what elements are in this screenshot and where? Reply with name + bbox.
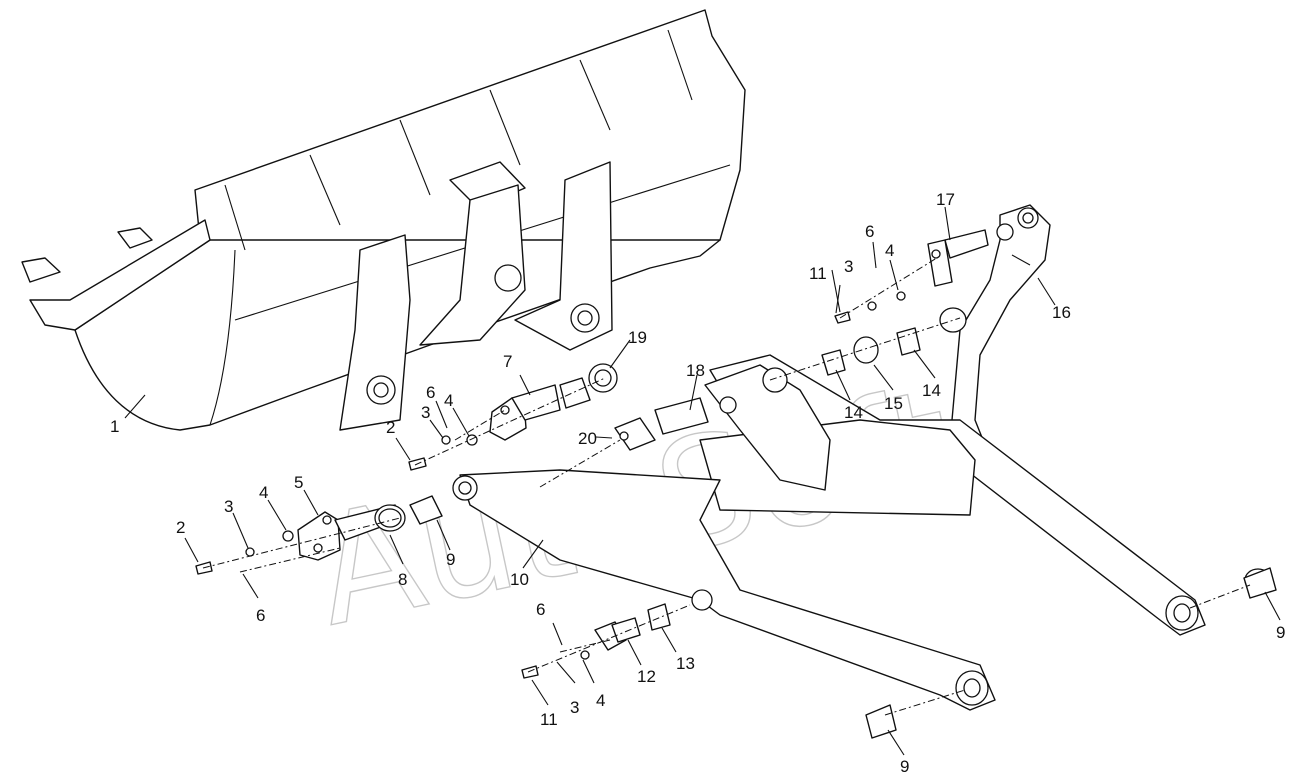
callout-4: 4: [596, 691, 605, 710]
callout-6: 6: [865, 222, 874, 241]
callout-19: 19: [628, 328, 647, 347]
callout-18: 18: [686, 361, 705, 380]
callout-1: 1: [110, 417, 119, 436]
center-lines: [202, 255, 1251, 716]
callout-20: 20: [578, 429, 597, 448]
callout-9: 9: [446, 550, 455, 569]
leader-lines: [124, 206, 1281, 756]
callout-10: 10: [510, 570, 529, 589]
callout-9: 9: [1276, 623, 1285, 642]
frame: [951, 204, 1051, 446]
callout-3: 3: [421, 403, 430, 422]
callout-6: 6: [426, 383, 435, 402]
callout-11: 11: [809, 264, 827, 283]
callout-14: 14: [922, 381, 941, 400]
callout-6: 6: [256, 606, 265, 625]
callout-4: 4: [444, 391, 453, 410]
callout-14: 14: [844, 403, 863, 422]
callout-13: 13: [676, 654, 695, 673]
callout-16: 16: [1052, 303, 1071, 322]
bucket: [21, 9, 746, 431]
boom-arm: [452, 354, 1206, 711]
callout-2: 2: [386, 418, 395, 437]
callout-5: 5: [294, 473, 303, 492]
callout-4: 4: [885, 241, 894, 260]
callout-4: 4: [259, 483, 268, 502]
callout-9: 9: [900, 757, 909, 776]
callout-7: 7: [503, 352, 512, 371]
callout-3: 3: [570, 698, 579, 717]
callouts: 1 2 2 3 3 3 3 4 4 4 4 5 6 6 6 6 7 8 9 9 …: [110, 190, 1285, 776]
callout-3: 3: [224, 497, 233, 516]
hardware: [195, 229, 1277, 739]
callout-2: 2: [176, 518, 185, 537]
callout-11: 11: [540, 710, 558, 729]
callout-17: 17: [936, 190, 955, 209]
callout-12: 12: [637, 667, 656, 686]
callout-15: 15: [884, 394, 903, 413]
callout-6: 6: [536, 600, 545, 619]
callout-3: 3: [844, 257, 853, 276]
callout-8: 8: [398, 570, 407, 589]
